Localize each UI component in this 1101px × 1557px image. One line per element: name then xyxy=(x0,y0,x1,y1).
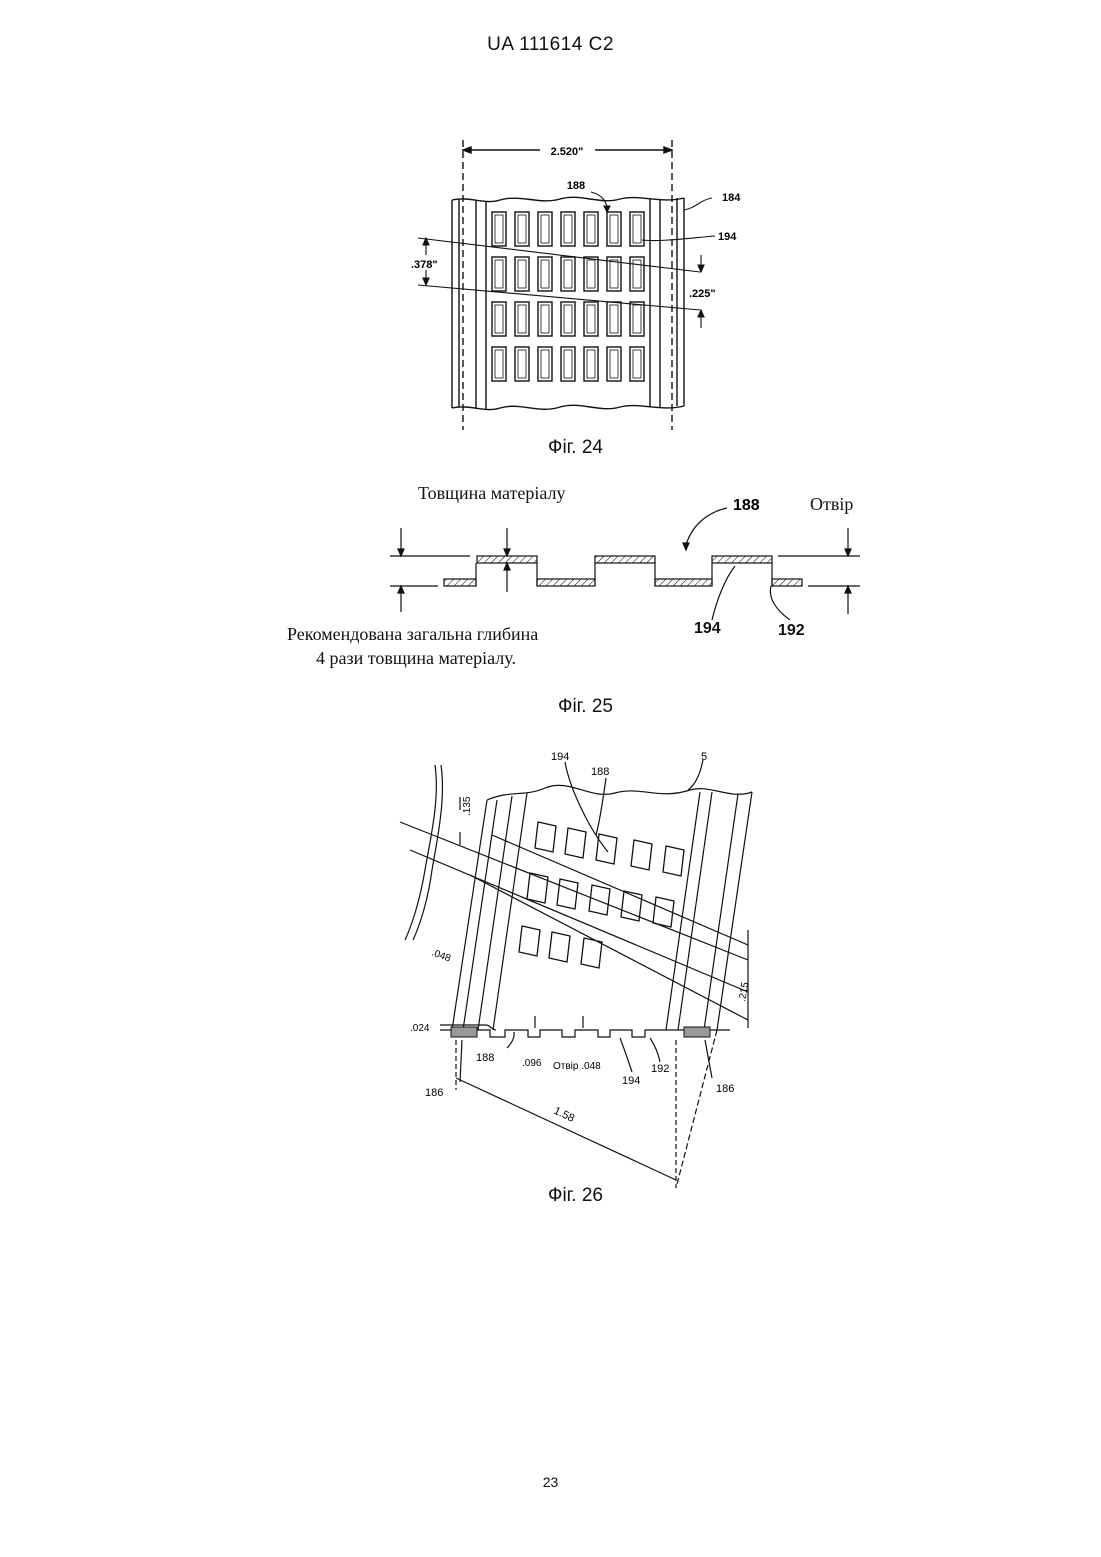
fig26-ref-5: 5 xyxy=(701,751,707,763)
perforation-hole-inner xyxy=(633,305,641,333)
perforation-hole-inner xyxy=(495,260,503,288)
perforation-hole xyxy=(584,302,598,336)
fig26-hole xyxy=(519,926,540,956)
fig26-ref-186-right: 186 xyxy=(716,1083,734,1095)
perforation-hole-inner xyxy=(518,305,526,333)
fig26-hole xyxy=(549,932,570,962)
fig26-dim-215: .215 xyxy=(737,981,751,1003)
document-id: UA 111614 C2 xyxy=(0,34,1101,56)
perforation-hole xyxy=(492,347,506,381)
perforation-hole-inner xyxy=(541,260,549,288)
perforation-hole-inner xyxy=(587,350,595,378)
perforation-hole xyxy=(492,212,506,246)
fig25-ref-192: 192 xyxy=(778,622,805,640)
perforation-hole-inner xyxy=(610,350,618,378)
perforation-hole-inner xyxy=(495,305,503,333)
perforation-hole-inner xyxy=(610,305,618,333)
perforation-hole xyxy=(561,212,575,246)
fig24-ref-184: 184 xyxy=(722,192,741,204)
figure-26-drawing: 194 188 5 .135 .048 .024 .215 188 .096 О… xyxy=(395,740,775,1190)
perforation-hole xyxy=(561,302,575,336)
perforation-holes xyxy=(492,212,644,381)
perforation-hole xyxy=(515,212,529,246)
perforation-hole xyxy=(492,302,506,336)
fig26-ref-188: 188 xyxy=(591,766,609,778)
fig26-ref-192: 192 xyxy=(651,1063,669,1075)
perforation-hole-inner xyxy=(541,350,549,378)
perforation-hole xyxy=(515,302,529,336)
perforation-hole xyxy=(561,257,575,291)
fig26-hole xyxy=(596,834,617,864)
fig26-dim-158: 1.58 xyxy=(552,1105,576,1125)
fig26-hole xyxy=(535,822,556,852)
perforation-hole xyxy=(538,302,552,336)
fig24-width-label: 2.520" xyxy=(551,146,584,158)
perforation-hole xyxy=(607,212,621,246)
perforation-hole xyxy=(607,302,621,336)
fig24-ref-194: 194 xyxy=(718,231,737,243)
perforation-hole-inner xyxy=(633,215,641,243)
perforation-hole-inner xyxy=(587,305,595,333)
fig26-ref-188b: 188 xyxy=(476,1052,494,1064)
fig25-caption: Фіг. 25 xyxy=(558,696,613,718)
perforation-hole xyxy=(538,257,552,291)
figure-25-drawing: 188 xyxy=(375,495,875,620)
perforation-hole xyxy=(584,347,598,381)
perforation-hole xyxy=(607,347,621,381)
fig26-ref-186-left: 186 xyxy=(425,1087,443,1099)
fig26-ref-194: 194 xyxy=(551,751,569,763)
perforation-hole-inner xyxy=(564,260,572,288)
perforation-hole-inner xyxy=(564,305,572,333)
fig26-dim-048: .048 xyxy=(430,947,452,964)
fig26-dim-135: .135 xyxy=(462,796,473,816)
perforation-hole-inner xyxy=(518,215,526,243)
perforation-hole-inner xyxy=(610,260,618,288)
fig26-hole xyxy=(557,879,578,909)
perforation-hole xyxy=(584,257,598,291)
perforation-hole-inner xyxy=(495,215,503,243)
fig24-caption: Фіг. 24 xyxy=(548,437,603,459)
perforation-hole-inner xyxy=(564,350,572,378)
fig26-dim-096: .096 xyxy=(522,1058,542,1069)
fig26-ref-194b: 194 xyxy=(622,1075,640,1087)
fig25-ref-188: 188 xyxy=(733,497,760,514)
perforation-hole-inner xyxy=(518,350,526,378)
fig26-hole xyxy=(527,873,548,903)
perforation-hole xyxy=(538,347,552,381)
perforation-hole xyxy=(561,347,575,381)
perforation-hole xyxy=(538,212,552,246)
perforation-hole-inner xyxy=(518,260,526,288)
perforation-hole xyxy=(584,212,598,246)
fig26-hole xyxy=(631,840,652,870)
fig26-hole-label: Отвір .048 xyxy=(553,1061,601,1072)
perforation-hole-inner xyxy=(564,215,572,243)
fig25-ref-194: 194 xyxy=(694,620,721,638)
perforation-hole xyxy=(492,257,506,291)
perforation-hole-inner xyxy=(587,260,595,288)
perforation-hole-inner xyxy=(610,215,618,243)
fig24-ref-188: 188 xyxy=(567,180,585,192)
fig26-hole xyxy=(663,846,684,876)
perforation-hole xyxy=(515,257,529,291)
perforation-hole-inner xyxy=(495,350,503,378)
figure-24-drawing: 2.520" 188 184 194 .378" .225" xyxy=(395,135,755,435)
fig24-gap-label: .225" xyxy=(689,288,716,300)
fig25-recommend-line1: Рекомендована загальна глибина xyxy=(287,624,538,645)
fig25-recommend-line2: 4 рази товщина матеріалу. xyxy=(316,648,516,669)
fig26-hole xyxy=(589,885,610,915)
perforation-hole xyxy=(515,347,529,381)
perforation-hole-inner xyxy=(541,305,549,333)
fig24-pitch-label: .378" xyxy=(411,259,438,271)
perforation-hole xyxy=(630,347,644,381)
page-number: 23 xyxy=(0,1474,1101,1490)
fig26-hole xyxy=(565,828,586,858)
fig26-caption: Фіг. 26 xyxy=(548,1185,603,1207)
perforation-hole xyxy=(630,302,644,336)
perforation-hole-inner xyxy=(587,215,595,243)
perforation-hole xyxy=(630,212,644,246)
fig26-dim-024: .024 xyxy=(410,1023,430,1034)
perforation-hole-inner xyxy=(541,215,549,243)
perforation-hole xyxy=(630,257,644,291)
perforation-hole-inner xyxy=(633,350,641,378)
